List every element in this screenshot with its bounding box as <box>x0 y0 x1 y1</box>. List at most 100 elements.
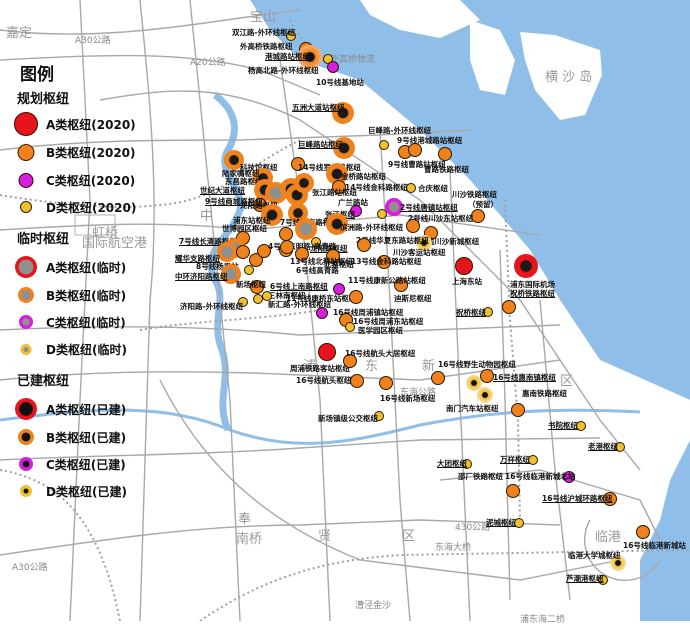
hub-label: 浦东站枢纽 <box>233 216 271 225</box>
hub-marker-d-planned[interactable] <box>262 291 272 301</box>
road-label: 东海大桥 <box>435 543 472 553</box>
hub-marker-b-planned[interactable] <box>636 525 650 539</box>
hub-label: 14号线金科路枢纽 <box>345 183 408 192</box>
hub-marker-b-planned[interactable] <box>357 238 371 252</box>
hub-marker-d-planned[interactable] <box>286 31 296 41</box>
hub-marker-b-planned[interactable] <box>394 278 408 292</box>
hub-marker-b-planned[interactable] <box>502 300 516 314</box>
hub-marker-b-planned[interactable] <box>257 244 271 258</box>
hub-marker-b-planned[interactable] <box>350 374 364 388</box>
hub-marker-b-planned[interactable] <box>349 290 363 304</box>
hub-label: 2号线华夏东路站枢纽 <box>356 236 429 245</box>
hub-marker-b-built[interactable] <box>261 204 283 226</box>
hub-marker-d-planned[interactable] <box>528 455 538 465</box>
hub-label: 南门汽车站枢纽 <box>446 404 499 413</box>
hub-marker-d-planned[interactable] <box>244 265 254 275</box>
hub-marker-a-built[interactable] <box>514 254 538 278</box>
hub-marker-b-built[interactable] <box>326 213 348 235</box>
place-name: 贤 <box>318 529 332 544</box>
hub-marker-b-planned[interactable] <box>603 492 617 506</box>
hub-marker-c-planned[interactable] <box>316 307 328 319</box>
hub-marker-b-planned[interactable] <box>295 247 309 261</box>
hub-marker-b-planned[interactable] <box>250 280 264 294</box>
hub-marker-c-temp[interactable] <box>385 198 403 216</box>
hub-marker-d-planned[interactable] <box>374 411 384 421</box>
hub-marker-d-built[interactable] <box>466 375 482 391</box>
hub-marker-a-planned[interactable] <box>455 257 473 275</box>
hub-marker-d-planned[interactable] <box>615 442 625 452</box>
road-label: A20公路 <box>190 58 226 68</box>
hub-marker-b-built[interactable] <box>224 150 244 170</box>
hub-label: 临港大学城枢纽 <box>568 551 621 560</box>
hub-marker-d-planned[interactable] <box>406 183 416 193</box>
hub-label: 祝桥枢纽 <box>456 308 486 317</box>
hub-marker-b-planned[interactable] <box>438 147 452 161</box>
hub-marker-c-planned[interactable] <box>333 283 345 295</box>
hub-marker-b-planned[interactable] <box>379 376 393 390</box>
hub-label: 巨峰路站枢纽 <box>298 140 343 149</box>
hub-marker-d-built[interactable] <box>610 555 626 571</box>
hub-marker-d-planned[interactable] <box>462 459 472 469</box>
hub-marker-b-planned[interactable] <box>408 143 422 157</box>
hub-label: 16号线航头枢纽 <box>296 376 352 385</box>
hub-marker-b-planned[interactable] <box>431 371 445 385</box>
hub-label: 迪斯尼枢纽 <box>394 294 432 303</box>
hub-label: 金桥路站枢纽 <box>341 172 386 181</box>
hub-label: 祝桥铁路枢纽 <box>510 289 555 298</box>
place-name: 奉 <box>238 512 252 527</box>
hub-marker-c-planned[interactable] <box>350 205 362 217</box>
hub-marker-d-planned[interactable] <box>377 209 387 219</box>
hub-label: 广兰路站 <box>338 198 368 207</box>
hub-marker-d-planned[interactable] <box>483 307 493 317</box>
hub-marker-b-planned[interactable] <box>279 227 293 241</box>
hub-marker-d-built[interactable] <box>416 235 432 251</box>
hub-label: 邵厂铁路枢纽 <box>458 472 503 481</box>
hub-marker-b-planned[interactable] <box>511 403 525 417</box>
hub-marker-d-built[interactable] <box>477 387 493 403</box>
hub-label: 芦潮港枢纽 <box>566 574 604 583</box>
hub-label: 9号线商城路枢纽 <box>205 197 263 206</box>
hub-marker-d-planned[interactable] <box>345 322 355 332</box>
hub-marker-d-planned[interactable] <box>514 518 524 528</box>
hub-marker-b-temp[interactable] <box>221 264 241 284</box>
hub-marker-c-planned[interactable] <box>327 61 339 73</box>
hub-label: 龙阳路枢纽 <box>240 201 278 210</box>
hub-marker-d-planned[interactable] <box>576 421 586 431</box>
hub-label: 东昌路枢纽 <box>225 177 263 186</box>
hub-marker-b-temp[interactable] <box>217 242 237 262</box>
road-label: 漕泾金沙 <box>355 601 392 611</box>
hub-marker-b-planned[interactable] <box>291 157 305 171</box>
hub-label: 9号线港城路站枢纽 <box>397 136 463 145</box>
hub-marker-c-planned[interactable] <box>563 471 575 483</box>
hub-label: 耀华支路枢纽 <box>175 254 220 263</box>
hub-marker-b-planned[interactable] <box>506 484 520 498</box>
hub-marker-a-planned[interactable] <box>318 343 336 361</box>
hub-label: 张江路站枢纽 <box>312 188 357 197</box>
hub-marker-d-planned[interactable] <box>238 297 248 307</box>
hub-label: 曹路铁路枢纽 <box>424 165 469 174</box>
hub-marker-b-planned[interactable] <box>332 180 346 194</box>
hub-marker-b-planned[interactable] <box>326 249 340 263</box>
hub-marker-d-planned[interactable] <box>598 575 608 585</box>
hub-marker-b-planned[interactable] <box>343 354 357 368</box>
hub-marker-b-planned[interactable] <box>377 255 391 269</box>
hub-marker-b-temp[interactable] <box>295 218 317 240</box>
hub-marker-b-temp-built[interactable] <box>298 45 322 69</box>
hub-marker-b-built[interactable] <box>333 137 355 159</box>
hub-marker-b-built[interactable] <box>326 163 348 185</box>
hub-label: 龙阳路枢纽 <box>310 244 348 253</box>
hub-marker-d-planned[interactable] <box>311 237 321 247</box>
hub-marker-b-planned[interactable] <box>406 219 420 233</box>
hub-marker-b-planned[interactable] <box>280 240 294 254</box>
hub-marker-d-planned[interactable] <box>379 140 389 150</box>
hub-label: 滨洲路-外环线枢纽 <box>340 223 404 232</box>
hub-marker-b-planned[interactable] <box>480 369 494 383</box>
hub-label: 济阳路-外环线枢纽 <box>180 302 244 311</box>
hub-marker-b-built[interactable] <box>332 102 354 124</box>
hub-marker-b-built[interactable] <box>294 173 314 193</box>
hub-label: 科技馆枢纽 <box>240 163 278 172</box>
hub-marker-b-planned[interactable] <box>471 209 485 223</box>
hub-label: 五洲大道站枢纽 <box>292 103 345 112</box>
place-name: 虹桥 <box>92 226 119 241</box>
hub-marker-b-planned[interactable] <box>236 245 250 259</box>
